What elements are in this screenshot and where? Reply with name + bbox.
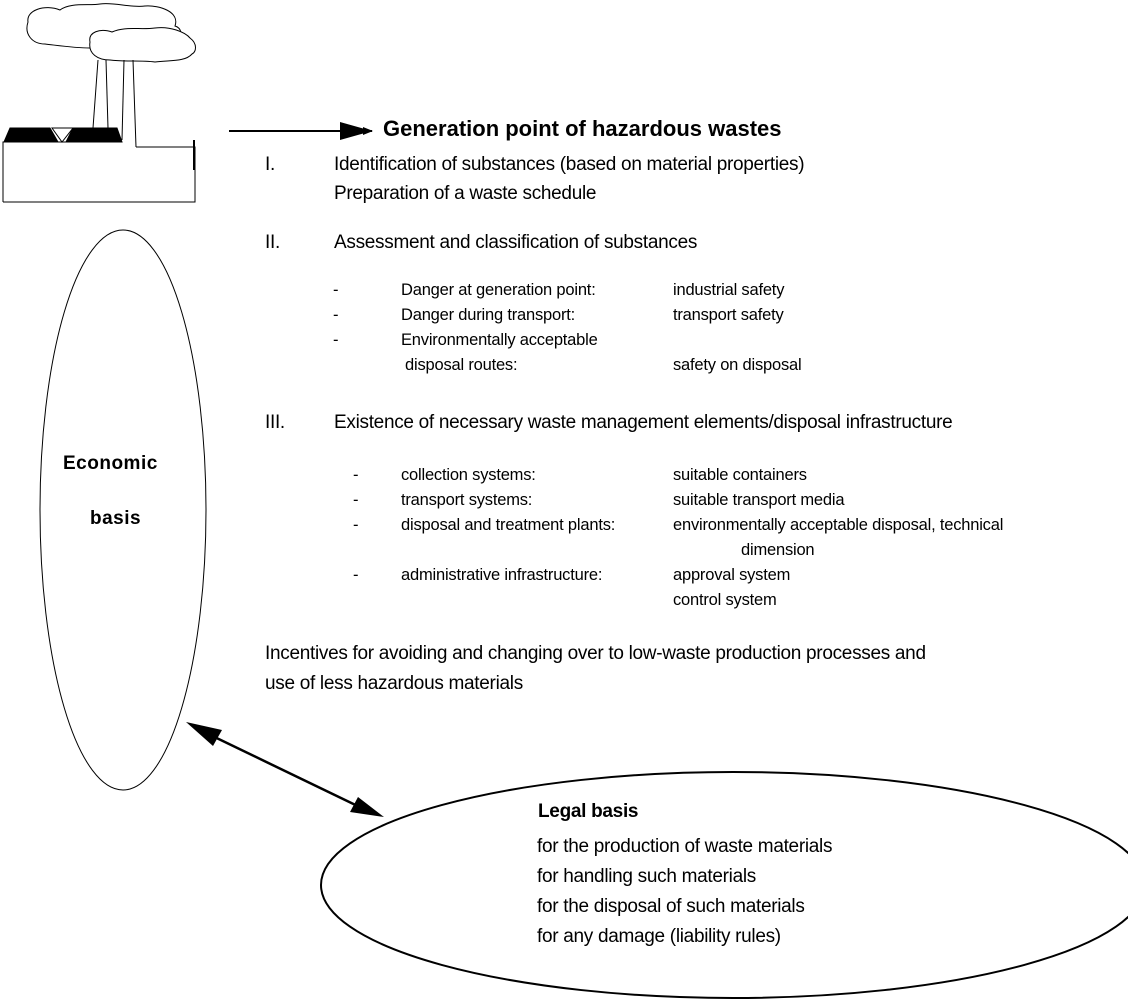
section-3-item-label: disposal and treatment plants: — [401, 516, 616, 534]
section-3-heading: Existence of necessary waste management … — [334, 412, 953, 433]
section-2-bullet: - — [333, 306, 339, 324]
section-3-item-value: environmentally acceptable disposal, tec… — [673, 516, 1004, 534]
legal-basis-title: Legal basis — [538, 801, 639, 822]
section-3-bullet: - — [353, 566, 359, 584]
legal-basis-line: for any damage (liability rules) — [537, 926, 781, 947]
legal-basis-ellipse — [320, 771, 1128, 999]
section-1-line-2: Preparation of a waste schedule — [334, 183, 597, 204]
incentives-line-1: Incentives for avoiding and changing ove… — [265, 643, 926, 664]
economic-basis-label-2: basis — [90, 508, 142, 529]
economic-basis-label-1: Economic — [63, 453, 158, 474]
section-3-item-label: collection systems: — [401, 466, 536, 484]
economic-basis-ellipse — [39, 229, 207, 791]
legal-basis-line: for the disposal of such materials — [537, 896, 805, 917]
section-2-item-value: safety on disposal — [673, 356, 802, 374]
section-3-item-value-cont: control system — [673, 591, 777, 609]
section-2-item-label: Environmentally acceptable — [401, 331, 598, 349]
section-1-line-1: Identification of substances (based on m… — [334, 154, 805, 175]
section-1-numeral: I. — [265, 154, 275, 175]
section-2-bullet: - — [333, 331, 339, 349]
section-2-item-value: transport safety — [673, 306, 784, 324]
section-2-item-label: Danger at generation point: — [401, 281, 596, 299]
incentives-line-2: use of less hazardous materials — [265, 673, 523, 694]
section-2-heading: Assessment and classification of substan… — [334, 232, 698, 253]
section-3-item-label: administrative infrastructure: — [401, 566, 603, 584]
double-arrow-icon — [186, 722, 384, 817]
section-2-item-value: industrial safety — [673, 281, 785, 299]
section-2-bullet: - — [333, 281, 339, 299]
section-3-item-value-cont: dimension — [741, 541, 815, 559]
cloud-front — [89, 27, 196, 63]
section-2-item-label-cont: disposal routes: — [405, 356, 518, 374]
section-3-item-value: approval system — [673, 566, 791, 584]
section-3-item-value: suitable transport media — [673, 491, 845, 509]
section-3-bullet: - — [353, 491, 359, 509]
section-2-item-label: Danger during transport: — [401, 306, 576, 324]
section-2-numeral: II. — [265, 232, 280, 253]
diagram-title: Generation point of hazardous wastes — [383, 116, 782, 141]
section-3-item-label: transport systems: — [401, 491, 533, 509]
section-3-bullet: - — [353, 466, 359, 484]
section-3-bullet: - — [353, 516, 359, 534]
legal-basis-line: for the production of waste materials — [537, 836, 833, 857]
section-3-numeral: III. — [265, 412, 285, 433]
factory-icon — [2, 3, 196, 203]
section-3-item-value: suitable containers — [673, 466, 807, 484]
legal-basis-line: for handling such materials — [537, 866, 756, 887]
